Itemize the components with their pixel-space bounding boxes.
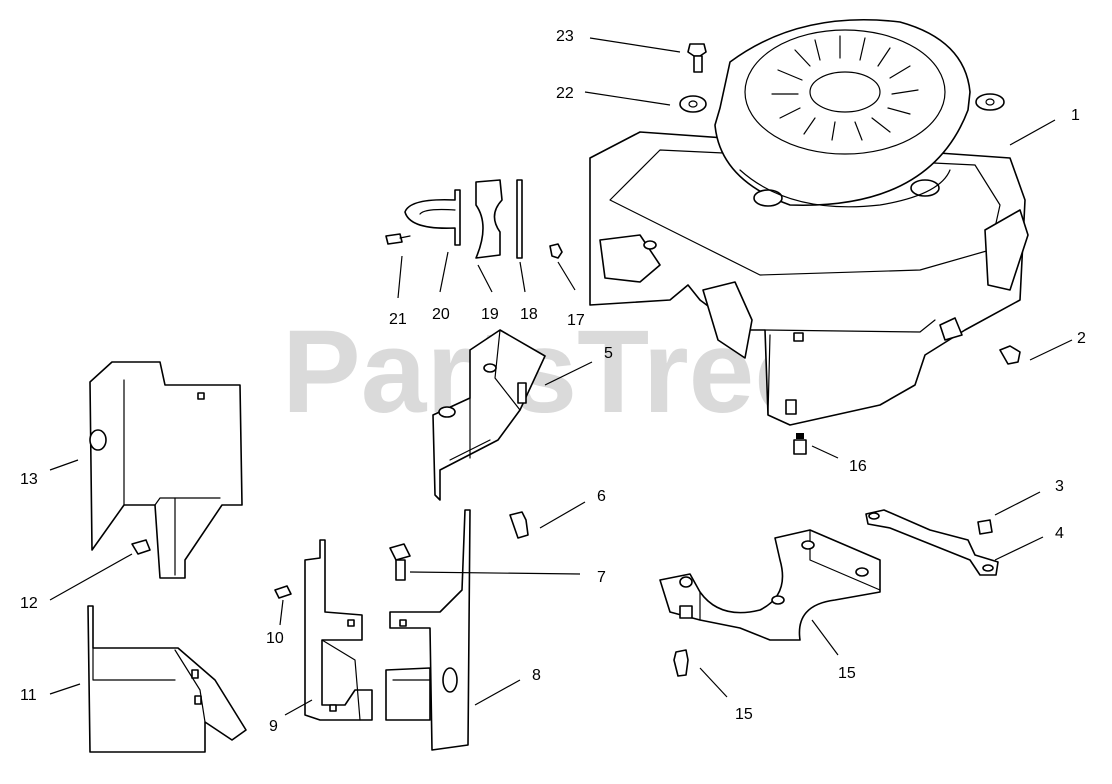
callout-4: 4	[1055, 525, 1064, 542]
part-21-screw[interactable]	[385, 233, 411, 245]
part-10-screw[interactable]	[274, 585, 292, 599]
part-2-screw[interactable]	[999, 345, 1021, 365]
callout-15-bolt: 15	[735, 706, 753, 723]
part-15-bolt[interactable]	[673, 649, 689, 677]
part-8-front-shield[interactable]	[385, 509, 471, 751]
part-20-clamp[interactable]	[404, 189, 461, 246]
callout-17: 17	[567, 312, 585, 329]
callout-20: 20	[432, 306, 450, 323]
callout-22: 22	[556, 85, 574, 102]
callout-10: 10	[266, 630, 284, 647]
part-15-base-bracket[interactable]	[659, 529, 881, 641]
callout-6: 6	[597, 488, 606, 505]
callout-21: 21	[389, 311, 407, 328]
part-6-screw[interactable]	[509, 511, 529, 539]
part-7-bolt[interactable]	[389, 543, 411, 581]
callout-13: 13	[20, 471, 38, 488]
callout-2: 2	[1077, 330, 1086, 347]
part-23-bolt[interactable]	[687, 43, 707, 73]
callout-8: 8	[532, 667, 541, 684]
part-5-shroud-bracket[interactable]	[432, 329, 546, 501]
part-11-lower-shield[interactable]	[87, 605, 247, 753]
part-13-cylinder-shield[interactable]	[89, 361, 243, 579]
part-3-screw[interactable]	[977, 519, 993, 535]
callout-3: 3	[1055, 478, 1064, 495]
callout-5: 5	[604, 345, 613, 362]
callout-23: 23	[556, 28, 574, 45]
part-18-strip[interactable]	[516, 179, 523, 259]
callout-19: 19	[481, 306, 499, 323]
callout-16: 16	[849, 458, 867, 475]
callout-15-bracket: 15	[838, 665, 856, 682]
part-16-nut[interactable]	[793, 433, 807, 455]
part-1-blower-housing[interactable]	[589, 18, 1029, 426]
part-12-screw[interactable]	[131, 539, 151, 555]
callout-labels: 23 22 1 2 3 4 5 6 7 8 9 10 11 12 13 15 1…	[20, 28, 1086, 735]
leader-lines	[49, 37, 1073, 716]
callout-18: 18	[520, 306, 538, 323]
part-9-side-bracket[interactable]	[304, 539, 373, 721]
callout-1: 1	[1071, 107, 1080, 124]
callout-9: 9	[269, 718, 278, 735]
part-19-block[interactable]	[475, 179, 503, 259]
callout-12: 12	[20, 595, 38, 612]
callout-11: 11	[20, 687, 37, 704]
callout-7: 7	[597, 569, 606, 586]
part-17-clip[interactable]	[549, 243, 563, 259]
part-4-link-bracket[interactable]	[865, 509, 999, 576]
